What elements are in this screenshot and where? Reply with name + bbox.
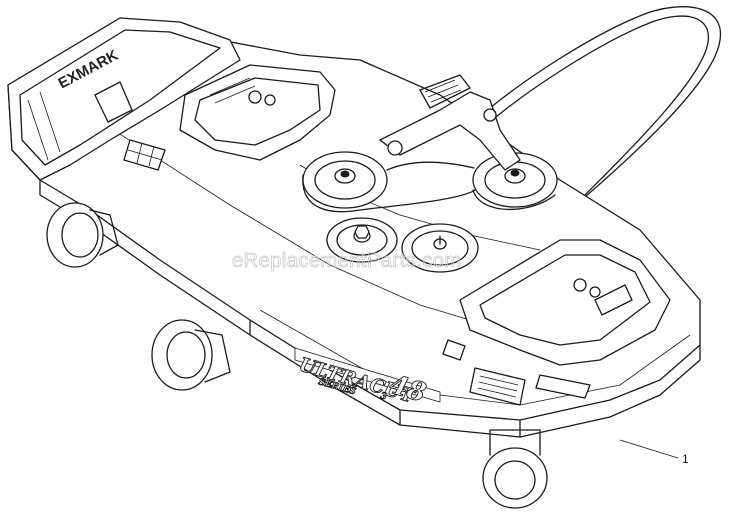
watermark-text: eReplacementParts.com [232, 250, 461, 272]
deck-belt [302, 161, 556, 213]
spindle-cover-right [459, 239, 671, 366]
deck-series-number: 3 [379, 391, 388, 402]
pulley-idler-right [401, 223, 479, 273]
callout-1: 1 [619, 439, 689, 466]
belt-shield-left: EXMARK [7, 17, 241, 181]
pulley-center [302, 151, 388, 209]
caster-wheel-right-front [482, 429, 548, 509]
spindle-cover-left [179, 64, 336, 161]
callout-leader-line [619, 439, 679, 459]
caster-wheel-left-rear [46, 202, 119, 268]
callout-label: 1 [682, 452, 689, 466]
pulley-idler-left [326, 217, 398, 263]
warning-labels [123, 139, 591, 406]
pulley-spindle-right [472, 152, 558, 208]
idler-arm [379, 74, 521, 171]
caster-wheel-left-front [151, 319, 231, 391]
